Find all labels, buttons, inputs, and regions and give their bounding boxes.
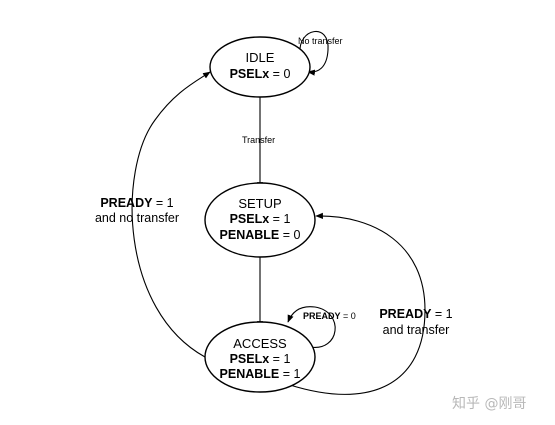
label-pready-1-transfer: PREADY = 1 xyxy=(379,307,452,321)
state-access-signal-penable: PENABLE = 1 xyxy=(220,367,301,381)
state-idle: IDLE PSELx = 0 xyxy=(209,36,311,98)
label-and-no-transfer: and no transfer xyxy=(95,211,179,225)
edge-access-to-idle xyxy=(131,71,211,358)
label-pready-1-no-transfer: PREADY = 1 xyxy=(100,196,173,210)
edge-access-self-loop xyxy=(287,306,336,348)
state-setup: SETUP PSELx = 1 PENABLE = 0 xyxy=(204,182,316,258)
watermark: 知乎 @刚哥 xyxy=(452,395,526,412)
state-access-signal-psel: PSELx = 1 xyxy=(230,352,291,366)
state-idle-signal: PSELx = 0 xyxy=(230,67,291,81)
label-pready-0: PREADY = 0 xyxy=(303,311,356,321)
state-access: ACCESS PSELx = 1 PENABLE = 1 xyxy=(204,321,316,393)
label-transfer: Transfer xyxy=(242,135,275,145)
edge-idle-self-loop xyxy=(299,31,329,76)
state-setup-signal-penable: PENABLE = 0 xyxy=(220,228,301,242)
state-access-name: ACCESS xyxy=(233,336,287,351)
edge-access-to-setup xyxy=(289,212,426,395)
state-setup-name: SETUP xyxy=(238,196,281,211)
label-no-transfer: No transfer xyxy=(298,36,343,46)
label-and-transfer: and transfer xyxy=(383,323,450,337)
state-setup-signal-psel: PSELx = 1 xyxy=(230,212,291,226)
state-idle-name: IDLE xyxy=(246,50,275,65)
